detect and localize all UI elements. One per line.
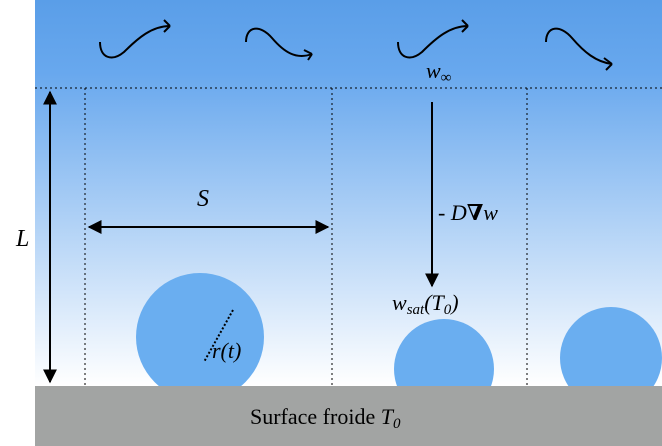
air-region xyxy=(35,0,662,386)
wavy-arrow-head-icon xyxy=(303,49,313,61)
surface-temp-base: T xyxy=(381,404,395,429)
saturation-open: (T xyxy=(424,290,445,315)
wavy-arrow-icon xyxy=(397,25,469,59)
droplet-right xyxy=(560,307,662,386)
droplet-medium xyxy=(394,319,494,386)
saturation-temp-sub: 0 xyxy=(444,302,452,318)
surface-text: Surface froide xyxy=(250,404,381,429)
flux-prefix: - D xyxy=(438,200,467,225)
wavy-arrow-icon xyxy=(245,27,313,57)
saturation-label: wsat(T0) xyxy=(392,290,459,318)
wavy-arrow-icon xyxy=(545,27,613,65)
surface-label: Surface froide T0 xyxy=(250,404,401,432)
wavy-arrow-icon xyxy=(99,25,171,59)
ambient-concentration-sub: ∞ xyxy=(441,70,452,86)
flow-arrows xyxy=(99,19,613,71)
ambient-concentration-base: w xyxy=(426,58,441,83)
surface-temp-sub: 0 xyxy=(393,416,401,432)
spacing-label: S xyxy=(197,186,209,212)
saturation-sub: sat xyxy=(407,302,425,318)
flux-label: - D∇w xyxy=(438,200,498,225)
saturation-close: ) xyxy=(449,290,458,315)
wavy-arrow-head-icon xyxy=(163,19,171,33)
flux-variable: w xyxy=(483,200,498,225)
droplets xyxy=(136,273,662,386)
wavy-arrow-head-icon xyxy=(461,19,469,33)
cold-surface xyxy=(35,386,662,446)
droplet-radius-label: r(t) xyxy=(212,338,241,363)
saturation-base: w xyxy=(392,290,407,315)
flux-operator: ∇ xyxy=(467,200,484,225)
wavy-arrow-head-icon xyxy=(603,57,613,71)
ambient-concentration-label: w∞ xyxy=(426,58,452,86)
radius-line xyxy=(203,309,234,363)
droplet-large xyxy=(136,273,264,386)
length-label: L xyxy=(15,226,29,252)
